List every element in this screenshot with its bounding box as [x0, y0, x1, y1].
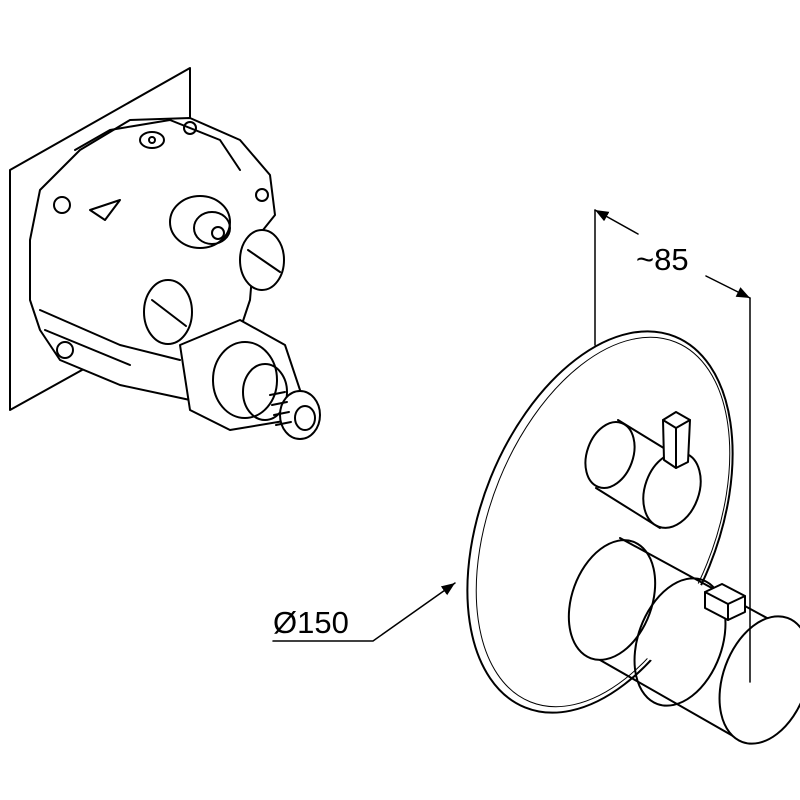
mount-screw — [53, 196, 71, 214]
concealed-valve-body — [9, 67, 321, 440]
mount-screw — [56, 341, 74, 359]
hex-nut-upper — [169, 195, 231, 249]
top-screw — [139, 131, 165, 149]
cover-plate-inner-edge — [475, 336, 731, 708]
depth-label: ~85 — [636, 242, 689, 277]
mount-screw — [183, 121, 197, 135]
valve-housing — [29, 117, 276, 401]
diameter-dimension — [272, 582, 456, 642]
thermostat-knob — [567, 537, 800, 745]
diverter-knob — [584, 411, 705, 529]
diameter-label: Ø150 — [273, 605, 349, 640]
trim-assembly — [466, 330, 800, 745]
spline-spindle — [279, 390, 321, 440]
mount-screw — [255, 188, 269, 202]
depth-dimension — [594, 209, 751, 683]
